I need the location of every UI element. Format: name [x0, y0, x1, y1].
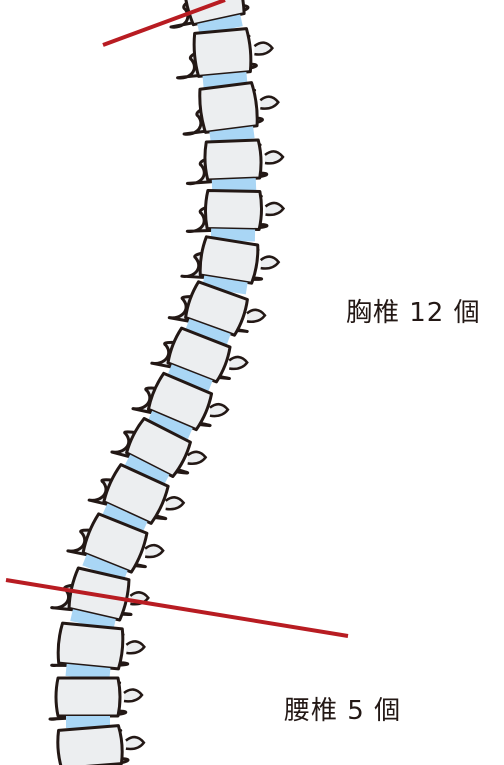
- intervertebral-disc: [202, 275, 248, 295]
- intervertebral-disc: [211, 178, 257, 192]
- thoracic-lumbar-boundary-line: [5, 578, 349, 638]
- cervical-thoracic-boundary-line: [102, 0, 226, 47]
- intervertebral-disc: [102, 503, 148, 533]
- vertebra-body: [198, 81, 259, 134]
- lumbar-vertebrae-label: 腰椎 5 個: [284, 696, 402, 726]
- thoracic-vertebrae-label: 胸椎 12 個: [346, 298, 481, 328]
- vertebra-body: [146, 371, 214, 432]
- articular-process: [164, 496, 186, 511]
- intervertebral-disc: [197, 14, 243, 36]
- vertebra-body: [54, 676, 122, 718]
- vertebra-body: [166, 326, 232, 384]
- articular-process: [186, 450, 208, 465]
- vertebra-body: [198, 235, 260, 285]
- vertebra-body: [102, 463, 170, 525]
- intervertebral-disc: [70, 609, 116, 631]
- vertebra-body: [56, 724, 124, 765]
- intervertebral-disc: [82, 554, 128, 582]
- intervertebral-disc: [124, 454, 170, 486]
- articular-process: [246, 308, 267, 323]
- vertebra-body: [125, 417, 192, 478]
- articular-process: [209, 402, 230, 418]
- intervertebral-disc: [185, 318, 231, 346]
- articular-process: [125, 640, 146, 655]
- vertebral-column: [54, 0, 263, 765]
- vertebra-body: [81, 512, 149, 574]
- articular-process: [253, 41, 274, 56]
- intervertebral-disc: [167, 364, 213, 392]
- articular-process: [259, 255, 281, 270]
- vertebra-body: [203, 138, 263, 182]
- articular-process: [144, 543, 165, 559]
- articular-process: [125, 735, 146, 751]
- articular-process: [264, 150, 285, 165]
- vertebra-body: [192, 27, 253, 78]
- intervertebral-disc: [147, 410, 193, 440]
- articular-process: [228, 355, 249, 371]
- vertebra-body: [204, 188, 263, 232]
- intervertebral-disc: [66, 716, 110, 728]
- articular-process: [264, 201, 286, 217]
- intervertebral-disc: [65, 663, 111, 681]
- articular-process: [123, 688, 144, 703]
- vertebra-body: [184, 280, 249, 337]
- articular-process: [259, 95, 280, 110]
- vertebra-body: [184, 0, 246, 27]
- vertebra-body: [56, 621, 125, 671]
